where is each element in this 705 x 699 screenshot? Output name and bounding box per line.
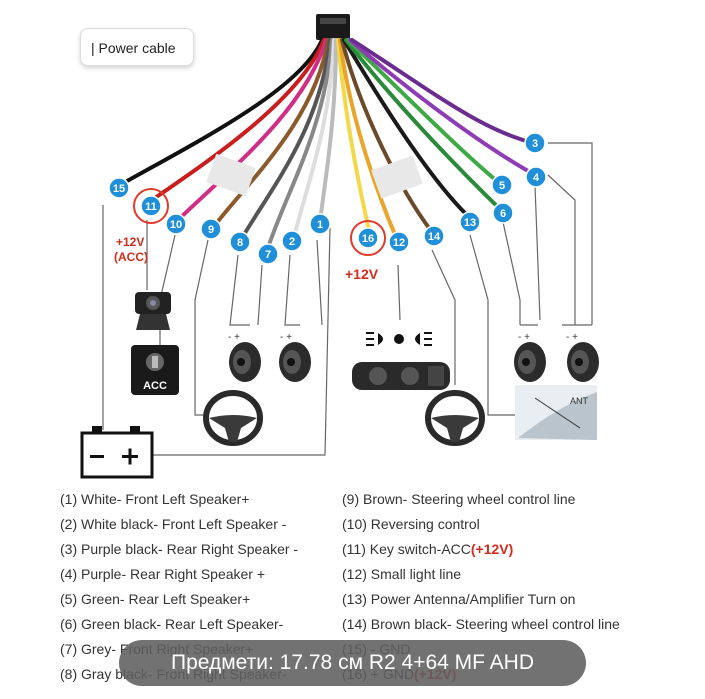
wire-badge-16: 16 [357,227,379,249]
svg-text:- +: - + [280,332,292,343]
svg-text:- +: - + [228,332,240,343]
highlight-ring-16 [350,220,386,256]
speaker-icons [229,342,599,382]
small-light-voltage-label: +12V [345,266,379,282]
legend-item: (10) Reversing control [342,512,620,537]
car-antenna-icon: ANT [515,385,597,440]
wire-badge-14: 14 [423,225,445,247]
wire-badge-number: 7 [265,249,271,261]
wire-badge-number: 14 [428,231,441,243]
legend-item: (13) Power Antenna/Amplifier Turn on [342,587,620,612]
battery-icon [80,426,154,479]
wire-badge-number: 2 [289,236,295,248]
steering-wheel-icons [203,390,485,446]
legend-item-text: (12) Small light line [342,566,462,582]
legend-item-text: (14) Brown black- Steering wheel control… [342,616,620,632]
wires [118,38,537,250]
wire-badge-1: 1 [309,213,331,235]
legend-item-text: (11) Key switch-ACC [342,541,471,557]
polarity-marks: - + - + - + - + [228,332,578,343]
wire-badge-7: 7 [257,243,279,265]
headlight-stalk-icon [352,362,450,390]
steering-wheel-icon [203,390,263,446]
antenna-label: ANT [570,396,589,406]
speaker-icon [514,342,546,382]
wire-badge-3: 3 [524,132,546,154]
legend-item: (2) White black- Front Left Speaker - [60,516,287,532]
speaker-icon [279,342,311,382]
acc-voltage-label: +12V [116,235,144,249]
legend-item: (14) Brown black- Steering wheel control… [342,612,620,637]
wire-badge-9: 9 [200,218,222,240]
wire-badge-6: 6 [492,202,514,224]
svg-text:- +: - + [566,332,578,343]
legend-item: (1) White- Front Left Speaker+ [60,491,250,507]
legend-item-voltage: (+12V) [470,541,514,557]
legend-item: (9) Brown- Steering wheel control line [342,487,620,512]
wire-badge-4: 4 [525,166,547,188]
legend-item: (3) Purple black- Rear Right Speaker - [60,541,299,557]
legend-item: (6) Green black- Rear Left Speaker- [60,616,284,632]
reverse-camera-icon [135,292,171,330]
wire-badge-number: 1 [317,219,323,231]
wire-badge-number: 4 [533,172,540,184]
wire-harness-drawing: - + - + - + - + 12345678910111213141516 … [80,14,599,479]
wire-badge-number: 13 [464,217,476,229]
speaker-icon [229,342,261,382]
wire-badge-5: 5 [491,174,513,196]
speaker-icon [567,342,599,382]
wire-badge-number: 5 [499,180,505,192]
wire-badge-number: 11 [145,201,157,213]
wire-badge-8: 8 [229,231,251,253]
wire-badge-11: 11 [140,195,162,217]
wire-badge-number: 10 [170,219,182,231]
svg-text:- +: - + [518,332,530,343]
highlight-ring-11 [133,188,169,224]
product-caption: Предмети: 17.78 см R2 4+64 MF AHD [119,640,586,686]
wire-badge-13: 13 [459,211,481,233]
wire-tag-left [206,153,256,197]
wire-badge-number: 3 [532,138,538,150]
wire-tag-right [371,155,423,199]
light-icon [366,332,432,346]
legend-item: (12) Small light line [342,562,620,587]
acc-voltage-sub-label: (ACC) [114,250,148,264]
wire-badge-number: 12 [393,237,405,249]
legend-item-text: (13) Power Antenna/Amplifier Turn on [342,591,576,607]
legend-item: (5) Green- Rear Left Speaker+ [60,591,251,607]
wire-badge-12: 12 [388,231,410,253]
wire-badge-number: 9 [208,224,214,236]
wire-badge-number: 8 [237,237,243,249]
wire-badge-number: 6 [500,208,506,220]
harness-connector-icon [316,14,350,40]
wire-badge-number: 15 [113,183,125,195]
acc-key-switch-icon: ACC [131,345,179,395]
wire-badge-2: 2 [281,230,303,252]
wire-badge-15: 15 [108,177,130,199]
wire-badge-10: 10 [165,213,187,235]
legend-item-text: (9) Brown- Steering wheel control line [342,491,576,507]
legend-item-text: (10) Reversing control [342,516,480,532]
legend-item: (4) Purple- Rear Right Speaker + [60,566,266,582]
steering-wheel-icon [425,390,485,446]
legend-item: (11) Key switch-ACC(+12V) [342,537,620,562]
wire-badge-number: 16 [362,233,374,245]
acc-icon-label: ACC [143,380,167,392]
power-cable-title: | Power cable [80,28,194,66]
